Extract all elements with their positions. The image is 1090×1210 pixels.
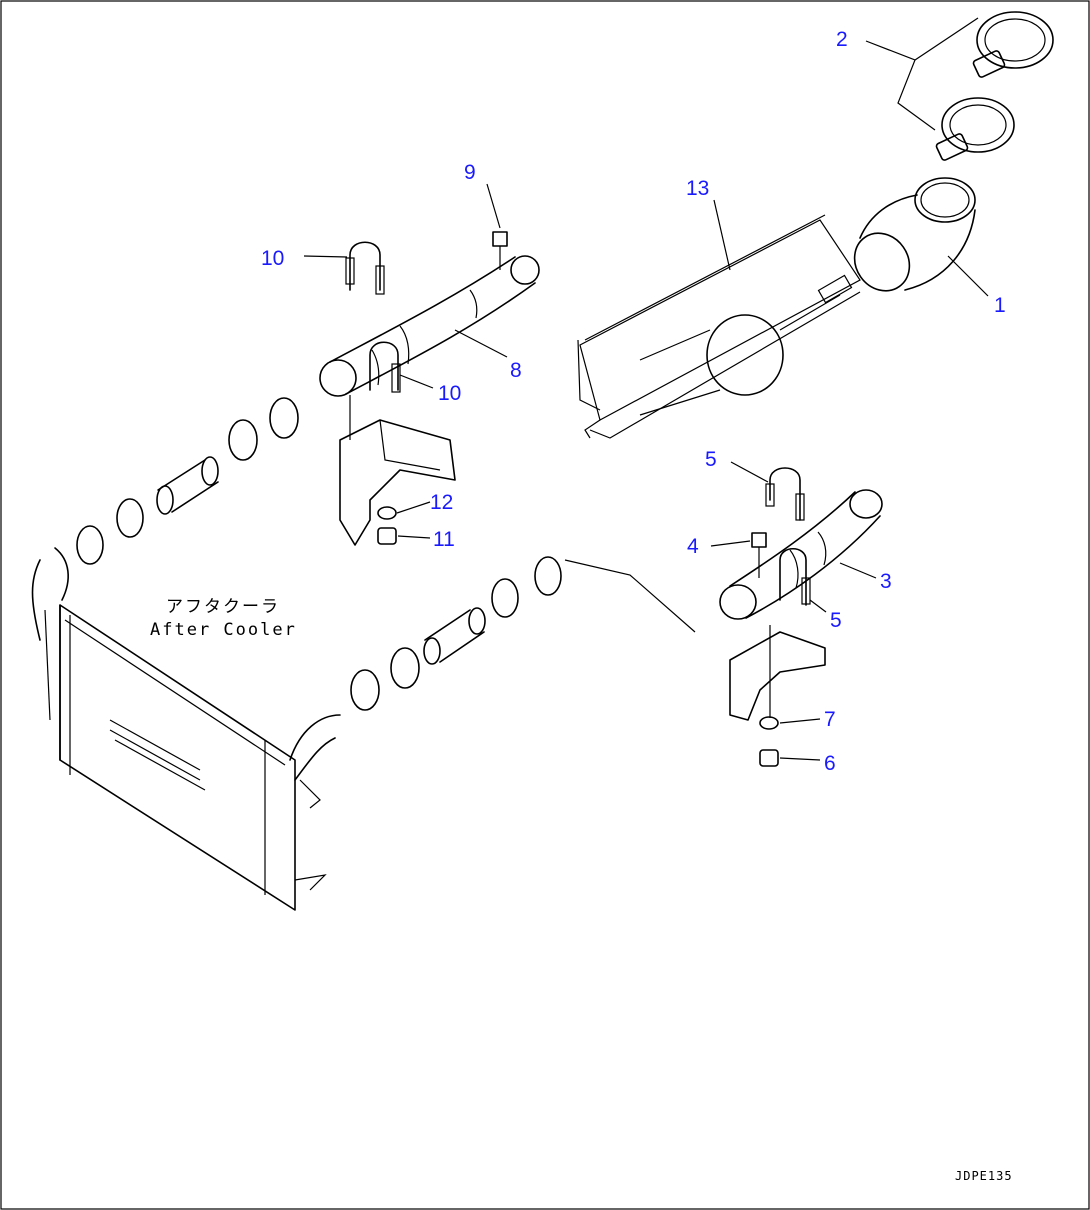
callout-3: 3	[880, 570, 892, 593]
callout-7: 7	[824, 708, 836, 731]
washer-part-12	[377, 506, 397, 520]
u-bolt-part-10-lower	[369, 341, 401, 393]
lower-bracket	[729, 625, 826, 721]
callout-10-lower: 10	[438, 382, 461, 405]
callout-5-upper: 5	[705, 448, 717, 471]
callout-4: 4	[687, 535, 699, 558]
hose-clamps-part-2	[935, 11, 1054, 161]
bolt-part-9	[492, 231, 508, 270]
upper-bracket	[339, 395, 456, 546]
after-cooler-label-jp: アフタクーラ	[166, 597, 280, 617]
callout-8: 8	[510, 359, 522, 382]
nut-part-6	[759, 749, 779, 767]
nut-part-11	[377, 527, 397, 545]
u-bolt-part-5-lower	[779, 547, 811, 606]
after-cooler-core	[31, 547, 341, 911]
elbow-hose-part-1	[853, 177, 976, 292]
callout-10-upper: 10	[261, 247, 284, 270]
u-bolt-part-10-upper	[345, 241, 385, 295]
upper-hose-clamp-chain	[76, 397, 299, 565]
lower-hose-clamp-chain	[350, 556, 696, 711]
callout-1: 1	[994, 294, 1006, 317]
callout-11: 11	[433, 528, 455, 551]
callout-2: 2	[836, 28, 848, 51]
callout-9: 9	[464, 161, 476, 184]
after-cooler-label-en: After Cooler	[150, 620, 297, 640]
u-bolt-part-5-upper	[765, 467, 805, 521]
callout-12: 12	[430, 491, 453, 514]
washer-part-7	[759, 716, 779, 730]
leader-lines	[303, 17, 989, 761]
pipe-part-3	[719, 489, 883, 620]
bolt-part-4	[751, 532, 767, 578]
callout-6: 6	[824, 752, 836, 775]
drawing-code: JDPE135	[955, 1169, 1013, 1183]
air-cleaner-bracket-part-13	[577, 214, 861, 439]
callout-5-lower: 5	[830, 609, 842, 632]
pipe-part-8	[319, 255, 540, 397]
callout-13: 13	[686, 177, 709, 200]
